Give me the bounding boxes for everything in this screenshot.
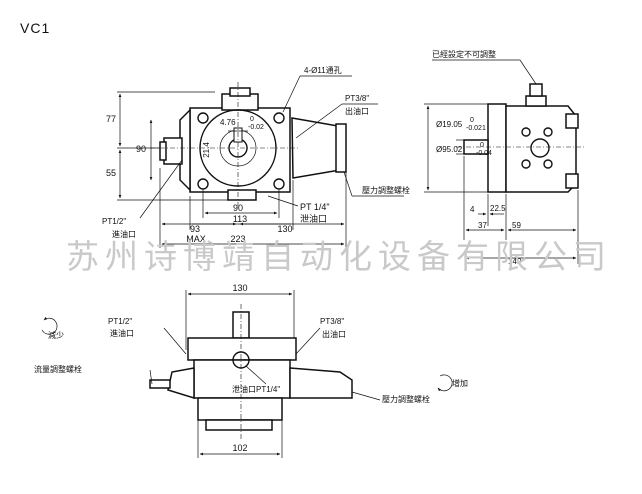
bottom-boss [227, 189, 257, 201]
model-title: VC1 [20, 20, 50, 36]
top-flow-screw [149, 379, 171, 389]
pressure-adjust-housing [291, 117, 341, 179]
side-bolt-2 [543, 127, 553, 137]
side-bolt-4 [543, 159, 553, 169]
dim-4-76: 4.76 [220, 118, 236, 127]
dim-55: 55 [106, 168, 116, 178]
top-plug [229, 87, 251, 97]
pressure-adjust-cap [335, 123, 347, 173]
top-label-inlet: 進油口 [110, 328, 134, 338]
top-lower-body [193, 359, 291, 399]
dim-102: 102 [232, 443, 247, 453]
label-fixed-note: 已經設定不可調整 [432, 49, 496, 59]
side-view: 已經設定不可調整 Ø19.05 0 -0.021 Ø95.02 0 -0.04 … [424, 49, 586, 266]
label-outlet: 出油口 [345, 106, 369, 116]
mount-hole-br [273, 178, 285, 190]
side-rear-top [565, 113, 579, 129]
top-label-drain: 泄油口PT1/4" [232, 384, 280, 394]
mount-hole-tl [197, 112, 209, 124]
label-drain: 泄油口 [300, 213, 327, 224]
dim-22-5: 22.5 [490, 204, 506, 213]
mount-hole-bl [197, 178, 209, 190]
top-view: 130 PT1/2" 進油口 PT3/8" 出油口 流量調整螺栓 泄油口PT1/… [34, 283, 468, 458]
dim-90-left: 90 [136, 144, 146, 154]
dim-95-02: Ø95.02 [436, 145, 463, 154]
dim-149: 149 [508, 257, 522, 266]
top-label-inlet-size: PT1/2" [108, 317, 132, 326]
mount-hole-tr [273, 112, 285, 124]
tol-95-02-lower: -0.04 [476, 150, 492, 157]
dim-93: 93 [190, 224, 200, 234]
tol-4-76-upper: 0 [250, 116, 254, 123]
label-drain-size: PT 1/4" [300, 202, 330, 212]
dim-130: 130 [277, 224, 292, 234]
watermark: 苏州诗博靖自动化设备有限公司 [66, 237, 612, 276]
top-body [187, 337, 297, 361]
top-label-outlet: 出油口 [322, 329, 346, 339]
tol-4-76-lower: -0.02 [248, 124, 264, 131]
side-bolt-1 [521, 127, 531, 137]
label-decrease: 減少 [48, 330, 64, 340]
dim-37: 37 [478, 221, 487, 230]
increase-rotation-icon [437, 374, 453, 392]
dim-max-label: MAX [186, 234, 206, 244]
dim-77: 77 [106, 114, 116, 124]
dim-21-4: 21.4 [202, 142, 211, 158]
tol-19-05-lower: -0.021 [466, 125, 486, 132]
side-bolt-3 [521, 159, 531, 169]
front-view: 77 55 90 4.76 0 -0.02 21.4 90 93 113 130… [102, 65, 410, 248]
side-flange [487, 103, 507, 193]
dim-113: 113 [233, 214, 247, 224]
dim-59: 59 [512, 221, 521, 230]
top-flange-foot [205, 419, 273, 431]
top-flange [197, 397, 283, 421]
top-label-flow-screw: 流量調整螺栓 [34, 364, 82, 374]
top-pressure-housing [289, 367, 353, 399]
top-label-pressure-screw: 壓力調整螺栓 [382, 394, 430, 404]
dim-19-05: Ø19.05 [436, 120, 463, 129]
label-4-holes: 4-Ø11通孔 [304, 65, 342, 75]
side-top-screw [529, 83, 543, 97]
top-label-outlet-size: PT3/8" [320, 317, 344, 326]
side-rear-bottom [565, 173, 579, 189]
label-inlet: 進油口 [112, 229, 136, 239]
label-increase: 增加 [452, 378, 468, 388]
decrease-rotation-icon [41, 316, 58, 335]
label-pressure-screw: 壓力調整螺栓 [362, 185, 410, 195]
label-inlet-size: PT1/2" [102, 217, 126, 226]
inlet-end [159, 141, 167, 161]
label-outlet-size: PT3/8" [345, 94, 369, 103]
dim-223: 223 [230, 234, 245, 244]
dim-90-bottom: 90 [233, 203, 243, 213]
side-port [530, 138, 550, 158]
top-flow-housing [167, 367, 195, 400]
dim-130-top: 130 [232, 283, 247, 293]
side-top-screw-base [525, 95, 547, 107]
tol-19-05-upper: 0 [470, 117, 474, 124]
dim-4: 4 [470, 205, 475, 214]
tol-95-02-upper: 0 [480, 142, 484, 149]
